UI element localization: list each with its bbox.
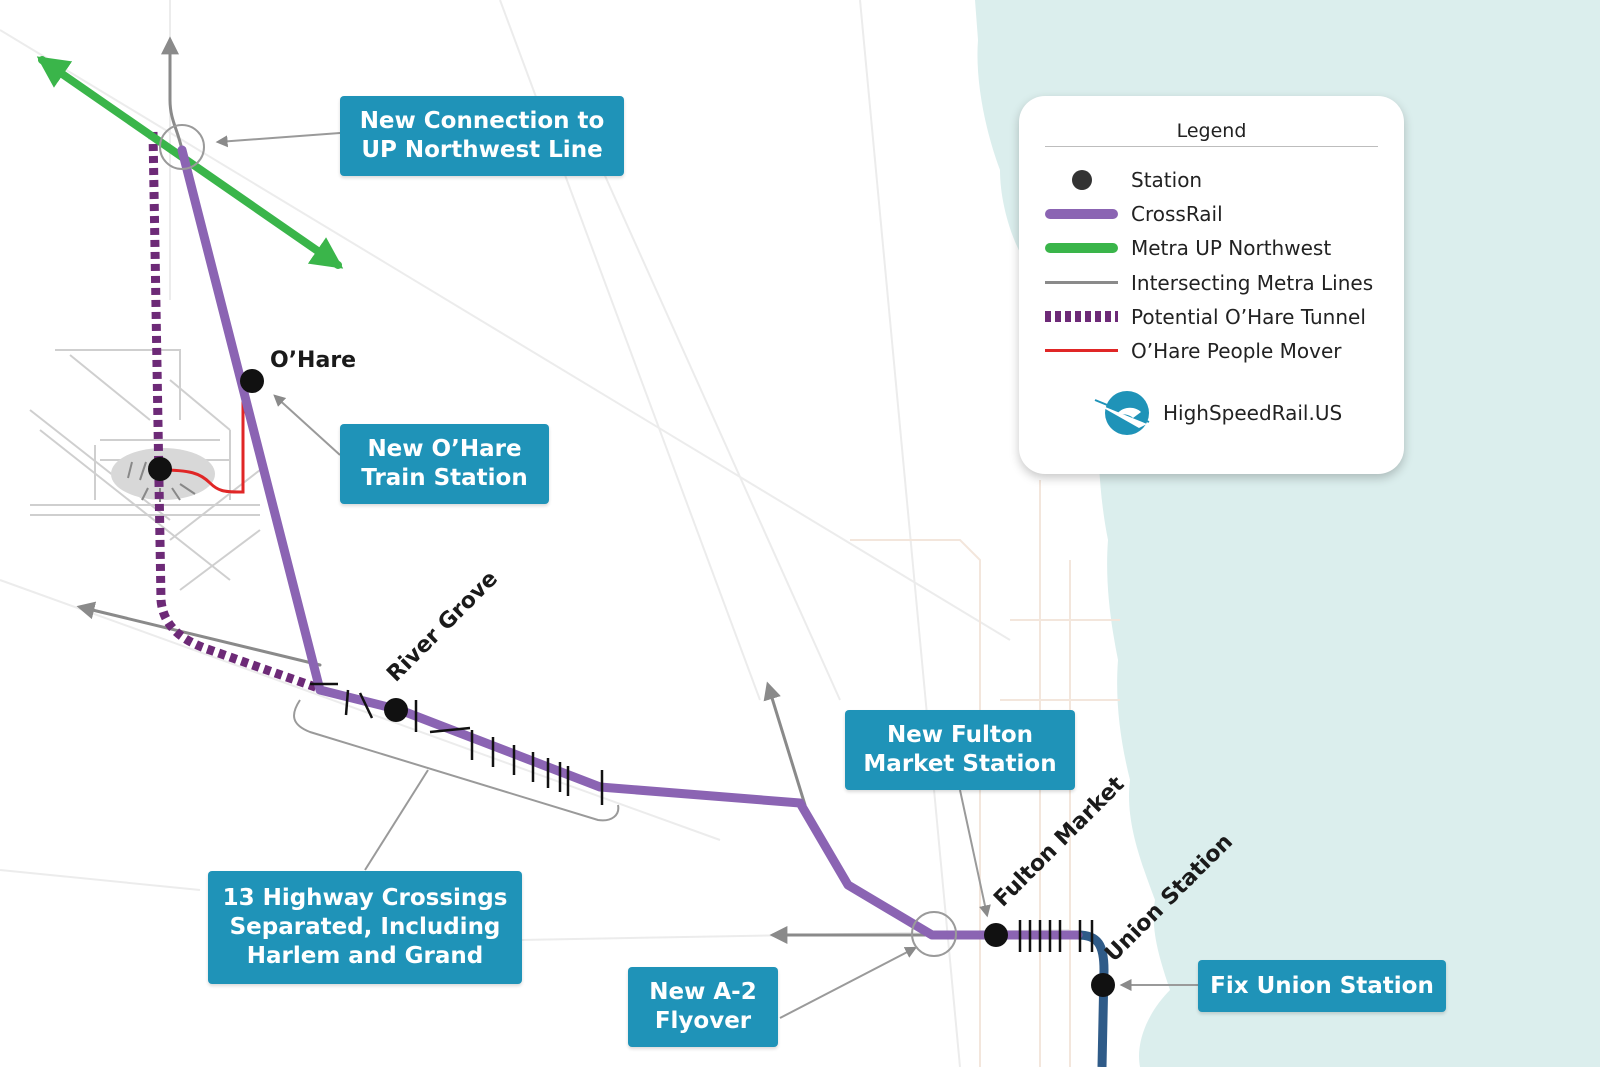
metra-up-northwest-line xyxy=(36,56,344,269)
intersecting-metra-lines xyxy=(76,36,927,944)
brand-logo: HighSpeedRail.US xyxy=(1089,388,1342,438)
metra-up-nw-swatch xyxy=(1045,231,1121,265)
fulton-crossing-ticks xyxy=(1018,920,1094,952)
crossrail-line xyxy=(177,145,1083,940)
callout-up-nw-connection: New Connection to UP Northwest Line xyxy=(340,96,624,176)
station-river-grove-dot xyxy=(384,698,408,722)
legend-item-tunnel: Potential O’Hare Tunnel xyxy=(1045,300,1366,334)
people-mover-swatch xyxy=(1045,334,1121,368)
callout-a2-flyover: New A-2 Flyover xyxy=(628,967,778,1047)
callout-highway-crossings: 13 Highway Crossings Separated, Includin… xyxy=(208,871,522,984)
legend-label: CrossRail xyxy=(1131,202,1223,226)
legend-label: Intersecting Metra Lines xyxy=(1131,271,1374,295)
legend-divider xyxy=(1045,146,1378,147)
legend-label: Station xyxy=(1131,168,1203,192)
legend-item-metra-up-nw: Metra UP Northwest xyxy=(1045,231,1331,265)
brand-text: HighSpeedRail.US xyxy=(1163,401,1343,425)
ohare-people-mover-line xyxy=(159,397,245,494)
train-logo-icon xyxy=(1093,391,1150,435)
callout-line: Fix Union Station xyxy=(1210,972,1434,999)
callout-line: New Fulton xyxy=(886,722,1034,748)
callout-line: Harlem and Grand xyxy=(246,943,484,969)
legend-label: Potential O’Hare Tunnel xyxy=(1131,305,1366,329)
ohare-tunnel-line xyxy=(148,131,320,693)
callout-line: UP Northwest Line xyxy=(361,137,603,163)
tunnel-swatch xyxy=(1045,300,1121,334)
crossrail-swatch xyxy=(1045,197,1121,231)
callout-line: Train Station xyxy=(361,465,528,491)
a2-flyover-circle xyxy=(911,911,957,957)
legend-item-crossrail: CrossRail xyxy=(1045,197,1223,231)
callout-ohare-station: New O’Hare Train Station xyxy=(340,424,549,504)
callout-line: New Connection to xyxy=(359,108,605,134)
station-label-ohare: O’Hare xyxy=(270,348,357,373)
callout-line: 13 Highway Crossings xyxy=(222,885,508,911)
callout-line: Separated, Including xyxy=(229,914,501,940)
callout-fix-union: Fix Union Station xyxy=(1198,960,1446,1012)
legend-label: Metra UP Northwest xyxy=(1131,236,1332,260)
station-union-dot xyxy=(1091,973,1115,997)
intersecting-swatch xyxy=(1045,266,1121,300)
legend-title: Legend xyxy=(1176,120,1247,142)
up-nw-connection-circle xyxy=(159,124,205,170)
highway-crossing-ticks xyxy=(310,682,604,805)
callout-line: New A-2 xyxy=(649,979,757,1005)
callout-fulton-station: New Fulton Market Station xyxy=(845,710,1075,790)
legend-item-station: Station xyxy=(1045,163,1202,197)
station-ohare-terminal-dot xyxy=(148,457,172,481)
station-ohare-dot xyxy=(240,369,264,393)
terminal-concourses xyxy=(127,461,196,502)
station-dot-icon xyxy=(1045,163,1121,197)
legend-label: O’Hare People Mover xyxy=(1131,339,1342,363)
legend-item-people-mover: O’Hare People Mover xyxy=(1045,334,1342,368)
union-station-line xyxy=(1077,930,1109,1067)
legend-item-intersecting: Intersecting Metra Lines xyxy=(1045,266,1373,300)
station-fulton-market-dot xyxy=(984,923,1008,947)
legend-panel: Legend Station CrossRail Metra UP Northw… xyxy=(1019,96,1404,474)
callout-line: Market Station xyxy=(863,751,1057,777)
callout-line: New O’Hare xyxy=(367,436,522,462)
callout-line: Flyover xyxy=(654,1008,752,1034)
highway-crossings-bracket xyxy=(293,699,620,822)
